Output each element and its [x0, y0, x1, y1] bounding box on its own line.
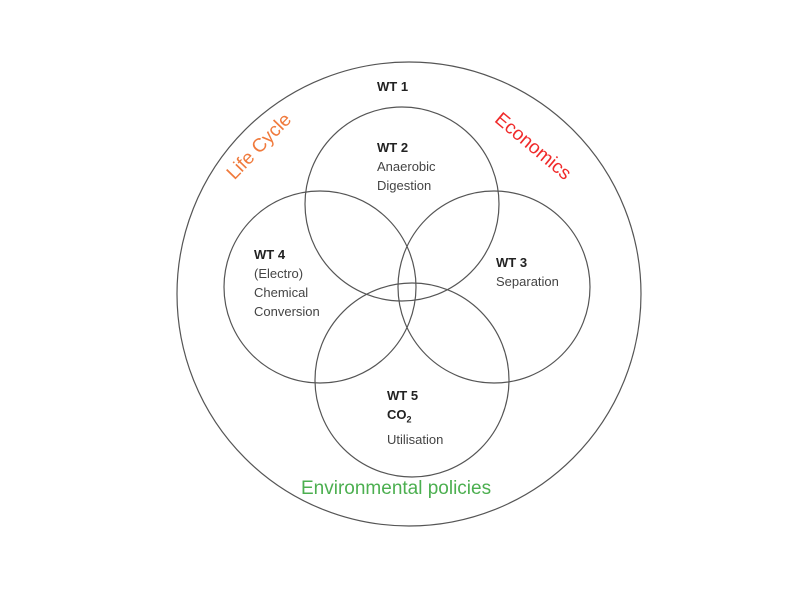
circle-wt4: [223, 190, 417, 384]
wt5-title: WT 5: [387, 388, 419, 403]
circle-wt2: [304, 106, 500, 302]
wt5-line: Utilisation: [387, 431, 444, 447]
circle-wt5: [314, 282, 510, 478]
co2-text: CO: [387, 407, 407, 422]
wt5-co2: CO2: [387, 405, 443, 430]
circle-wt3: [397, 190, 591, 384]
wt4-text: WT 4 (Electro) Chemical Conversion: [254, 245, 320, 321]
wt2-line: Digestion: [377, 178, 432, 193]
wt3-title: WT 3: [496, 255, 528, 270]
wt4-line: Chemical: [254, 285, 309, 300]
wt3-line: Separation: [496, 274, 559, 289]
wt2-text: WT 2 Anaerobic Digestion: [377, 138, 436, 195]
wt2-title: WT 2: [377, 140, 409, 155]
wt3-text: WT 3 Separation: [496, 253, 559, 291]
wt5-text: WT 5 CO2 Utilisation: [387, 386, 443, 449]
wt2-line: Anaerobic: [377, 159, 436, 174]
wt4-line: (Electro): [254, 266, 304, 281]
co2-subscript: 2: [406, 414, 412, 425]
wt1-title: WT 1: [377, 79, 409, 94]
wt4-title: WT 4: [254, 247, 286, 262]
environmental-policies-label: Environmental policies: [301, 478, 492, 499]
outer-circle-wt1: [176, 61, 642, 527]
wt4-line: Conversion: [254, 304, 320, 319]
